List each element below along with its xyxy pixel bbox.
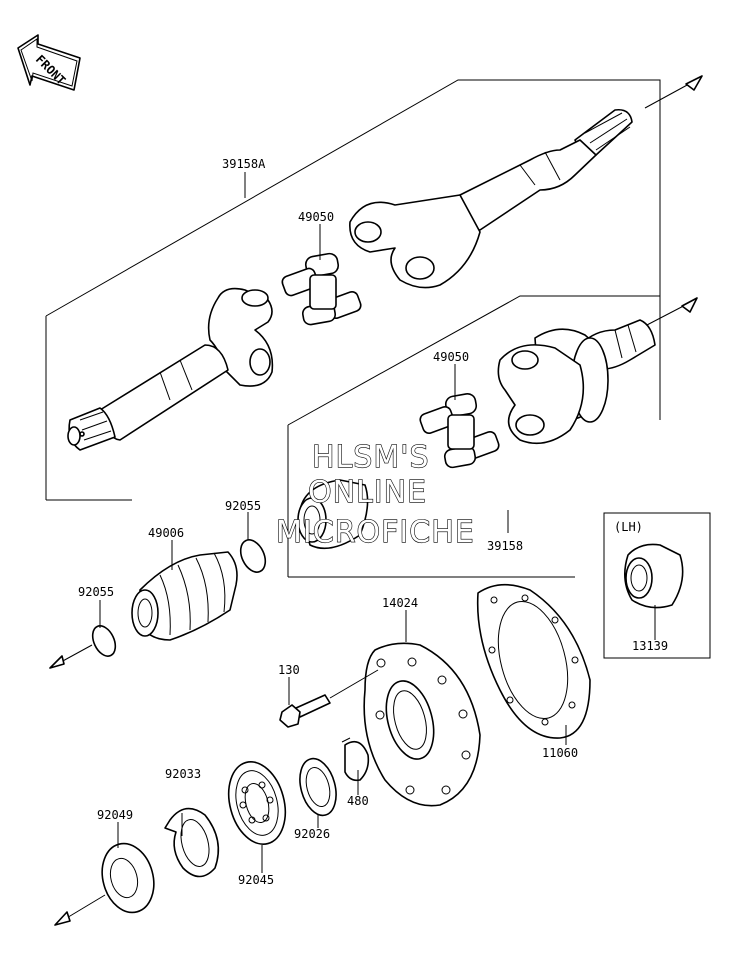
label-92045: 92045 — [238, 873, 274, 887]
label-39158: 39158 — [487, 539, 523, 553]
label-92033: 92033 — [165, 767, 201, 781]
leader-lines — [99, 172, 656, 873]
axle-shaft-left — [67, 287, 274, 451]
label-lh: (LH) — [614, 520, 643, 534]
watermark-line-1: HLSM'S — [312, 440, 430, 475]
front-arrow-icon: FRONT — [17, 34, 81, 91]
label-130: 130 — [278, 663, 300, 677]
lh-inset-box — [603, 512, 711, 659]
spline-hub — [297, 479, 369, 550]
label-49050-upper: 49050 — [298, 210, 334, 224]
watermark-line-3: MICROFICHE — [276, 515, 475, 550]
label-92026: 92026 — [294, 827, 330, 841]
axis-arrow-left-upper — [49, 644, 93, 669]
circlip-92033 — [164, 807, 220, 878]
watermark: HLSM'S ONLINE MICROFICHE — [275, 439, 475, 550]
frame-39158 — [287, 295, 698, 578]
gasket-11060 — [476, 583, 591, 739]
drive-shaft-39158a — [349, 108, 633, 289]
label-49050-lower: 49050 — [433, 350, 469, 364]
label-92055-upper: 92055 — [225, 499, 261, 513]
label-11060: 11060 — [542, 746, 578, 760]
label-14024: 14024 — [382, 596, 418, 610]
axis-arrow-left-lower — [54, 894, 106, 926]
label-49006: 49006 — [148, 526, 184, 540]
drive-shaft-39158 — [497, 319, 656, 445]
label-92049: 92049 — [97, 808, 133, 822]
bearing-92045 — [227, 761, 287, 845]
seal-92049 — [101, 842, 155, 914]
washer-92026 — [299, 757, 337, 817]
housing-14024 — [363, 642, 481, 807]
u-joint-49050-lower — [419, 393, 500, 469]
label-92055-lower: 92055 — [78, 585, 114, 599]
boot-49006 — [131, 551, 238, 641]
circlip-92055-upper — [239, 539, 267, 573]
label-480: 480 — [347, 794, 369, 808]
bolt-130 — [279, 669, 379, 728]
label-39158a: 39158A — [222, 157, 266, 171]
snap-ring-480 — [341, 737, 370, 782]
label-13139: 13139 — [632, 639, 668, 653]
u-joint-49050-upper — [281, 252, 362, 326]
circlip-92055-lower — [91, 625, 117, 657]
watermark-line-2: ONLINE — [308, 475, 427, 510]
frame-39158a — [45, 75, 703, 501]
